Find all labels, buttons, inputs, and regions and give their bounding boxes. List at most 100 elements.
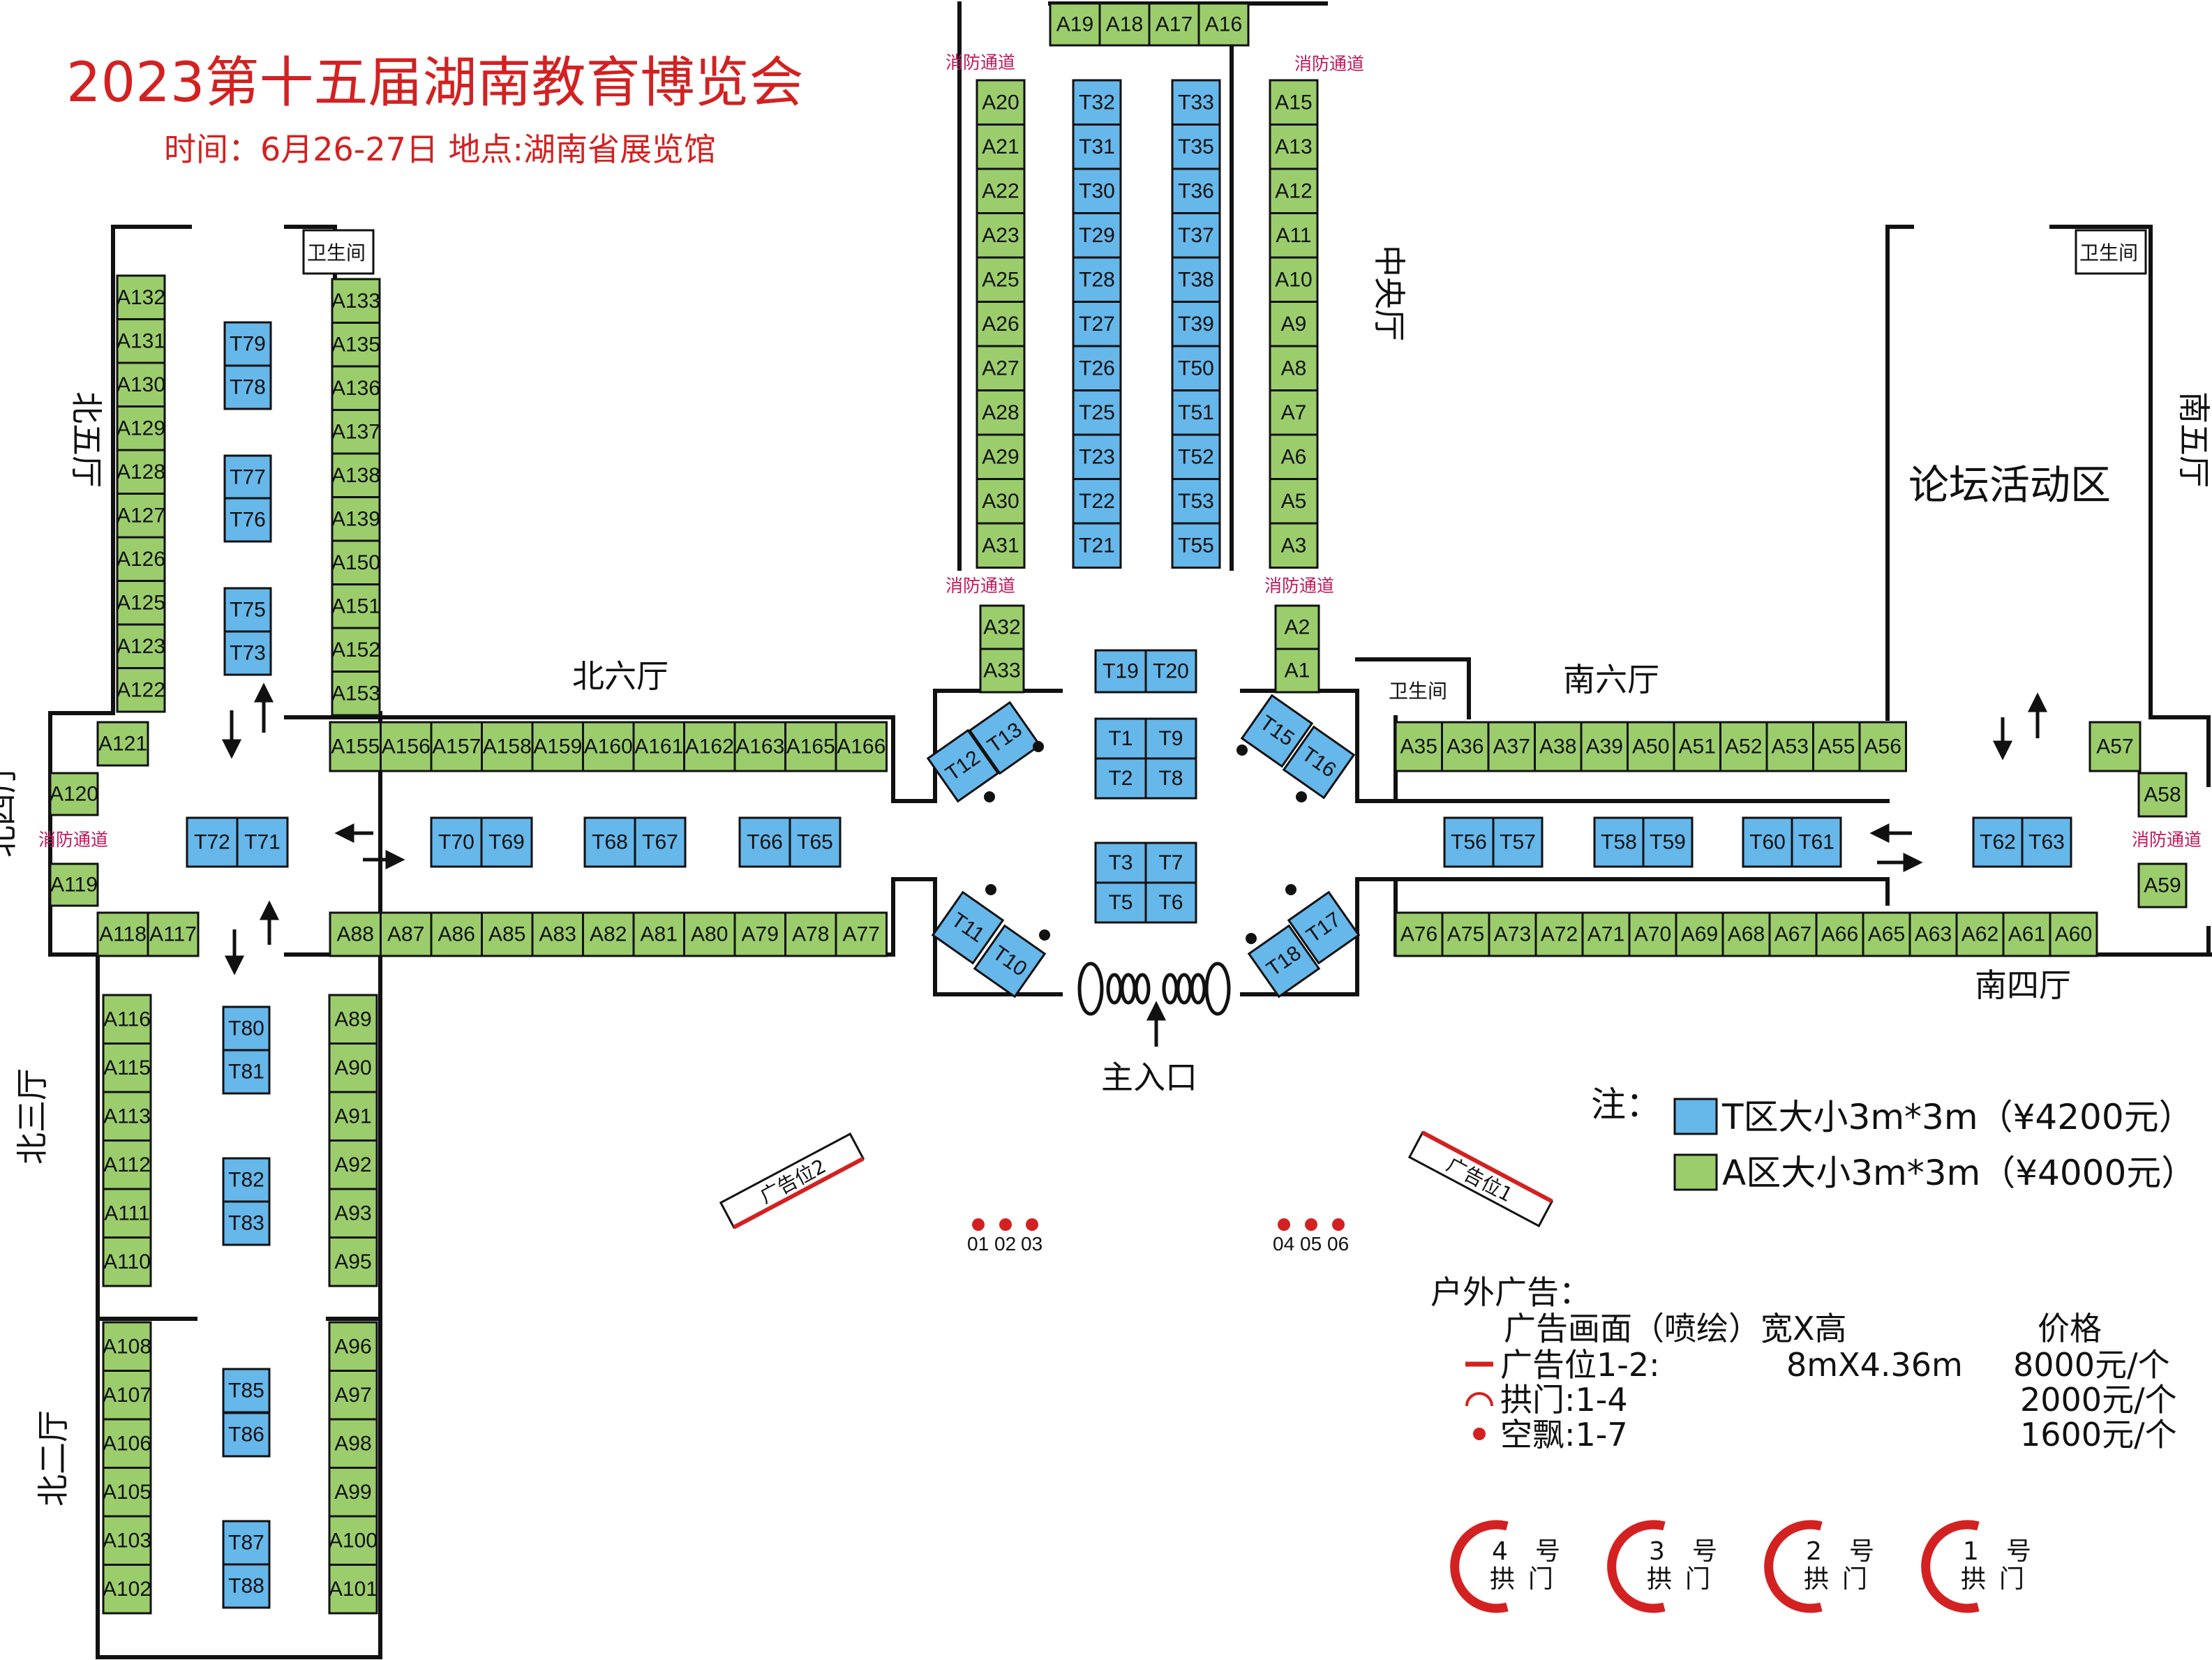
booth-a-zone[interactable]: A139 <box>331 496 381 542</box>
booth-t-zone[interactable]: T28 <box>1072 256 1122 303</box>
booth-t-zone[interactable]: T83 <box>222 1200 271 1246</box>
booth-t-zone[interactable]: T3 <box>1094 842 1147 884</box>
booth-a-zone[interactable]: A98 <box>328 1418 378 1469</box>
booth-a-zone[interactable]: A101 <box>328 1564 378 1615</box>
booth-t-zone[interactable]: T78 <box>223 364 272 410</box>
booth-a-zone[interactable]: A77 <box>835 911 888 957</box>
booth-a-zone[interactable]: A69 <box>1675 911 1724 957</box>
booth-a-zone[interactable]: A116 <box>102 994 152 1045</box>
booth-a-zone[interactable]: A158 <box>481 721 534 772</box>
booth-t-zone[interactable]: T82 <box>222 1157 271 1203</box>
booth-a-zone[interactable]: A78 <box>784 911 837 957</box>
booth-a-zone[interactable]: A106 <box>102 1418 152 1469</box>
booth-t-zone[interactable]: T38 <box>1171 256 1221 303</box>
booth-t-zone[interactable]: T60 <box>1742 816 1793 868</box>
booth-t-zone[interactable]: T37 <box>1171 212 1221 259</box>
booth-t-zone[interactable]: T19 <box>1094 649 1147 694</box>
booth-a-zone[interactable]: A126 <box>116 536 166 582</box>
booth-a-zone[interactable]: A132 <box>116 274 166 320</box>
booth-t-zone[interactable]: T21 <box>1072 522 1122 569</box>
booth-a-zone[interactable]: A32 <box>979 604 1025 650</box>
booth-a-zone[interactable]: A110 <box>102 1236 152 1287</box>
booth-a-zone[interactable]: A19 <box>1049 2 1101 47</box>
booth-a-zone[interactable]: A87 <box>380 911 433 957</box>
booth-a-zone[interactable]: A125 <box>116 580 166 626</box>
booth-t-zone[interactable]: T61 <box>1791 816 1842 868</box>
booth-a-zone[interactable]: A26 <box>976 301 1026 347</box>
booth-a-zone[interactable]: A137 <box>331 409 381 455</box>
booth-a-zone[interactable]: A162 <box>683 721 736 772</box>
booth-a-zone[interactable]: A38 <box>1534 721 1583 772</box>
booth-a-zone[interactable]: A165 <box>784 721 837 772</box>
booth-t-zone[interactable]: T51 <box>1171 389 1221 436</box>
booth-a-zone[interactable]: A129 <box>116 405 166 451</box>
booth-a-zone[interactable]: A112 <box>102 1139 152 1190</box>
booth-t-zone[interactable]: T69 <box>480 816 533 868</box>
booth-a-zone[interactable]: A55 <box>1812 721 1861 772</box>
booth-a-zone[interactable]: A79 <box>733 911 786 957</box>
booth-a-zone[interactable]: A111 <box>102 1188 152 1239</box>
booth-t-zone[interactable]: T65 <box>789 816 842 868</box>
booth-a-zone[interactable]: A119 <box>49 862 99 907</box>
booth-a-zone[interactable]: A127 <box>116 493 166 539</box>
booth-a-zone[interactable]: A10 <box>1269 256 1319 303</box>
booth-t-zone[interactable]: T10 <box>973 924 1047 999</box>
booth-a-zone[interactable]: A105 <box>102 1467 152 1518</box>
booth-a-zone[interactable]: A90 <box>328 1042 378 1093</box>
booth-a-zone[interactable]: A61 <box>2002 911 2052 957</box>
booth-a-zone[interactable]: A135 <box>331 322 381 368</box>
booth-t-zone[interactable]: T73 <box>223 630 272 676</box>
booth-a-zone[interactable]: A3 <box>1269 522 1319 569</box>
booth-a-zone[interactable]: A118 <box>96 911 149 957</box>
booth-a-zone[interactable]: A56 <box>1858 721 1907 772</box>
booth-a-zone[interactable]: A152 <box>331 627 381 673</box>
booth-a-zone[interactable]: A99 <box>328 1467 378 1518</box>
booth-t-zone[interactable]: T87 <box>222 1520 271 1566</box>
booth-a-zone[interactable]: A102 <box>102 1564 152 1615</box>
booth-a-zone[interactable]: A103 <box>102 1515 152 1566</box>
booth-a-zone[interactable]: A138 <box>331 452 381 498</box>
booth-t-zone[interactable]: T31 <box>1072 124 1122 170</box>
booth-t-zone[interactable]: T57 <box>1492 816 1544 868</box>
booth-a-zone[interactable]: A62 <box>1955 911 2005 957</box>
booth-t-zone[interactable]: T33 <box>1171 79 1221 126</box>
booth-a-zone[interactable]: A93 <box>328 1188 378 1239</box>
booth-a-zone[interactable]: A151 <box>331 583 381 629</box>
booth-a-zone[interactable]: A75 <box>1441 911 1490 957</box>
booth-a-zone[interactable]: A25 <box>976 256 1026 303</box>
booth-a-zone[interactable]: A123 <box>116 623 166 669</box>
booth-a-zone[interactable]: A16 <box>1197 2 1250 47</box>
booth-a-zone[interactable]: A27 <box>976 345 1026 391</box>
booth-t-zone[interactable]: T22 <box>1072 478 1122 525</box>
booth-a-zone[interactable]: A131 <box>116 318 166 364</box>
booth-a-zone[interactable]: A11 <box>1269 212 1319 259</box>
booth-t-zone[interactable]: T66 <box>738 816 791 868</box>
booth-a-zone[interactable]: A58 <box>2137 772 2188 818</box>
booth-t-zone[interactable]: T9 <box>1144 717 1197 760</box>
booth-a-zone[interactable]: A117 <box>147 911 200 957</box>
booth-a-zone[interactable]: A86 <box>430 911 483 957</box>
booth-t-zone[interactable]: T67 <box>634 816 687 868</box>
booth-t-zone[interactable]: T8 <box>1144 757 1197 800</box>
booth-a-zone[interactable]: A81 <box>632 911 685 957</box>
booth-a-zone[interactable]: A51 <box>1673 721 1721 772</box>
booth-a-zone[interactable]: A121 <box>96 721 149 767</box>
booth-a-zone[interactable]: A133 <box>331 278 381 324</box>
booth-a-zone[interactable]: A159 <box>531 721 584 772</box>
booth-a-zone[interactable]: A150 <box>331 539 381 585</box>
booth-t-zone[interactable]: T27 <box>1072 301 1122 347</box>
booth-a-zone[interactable]: A113 <box>102 1091 152 1142</box>
booth-t-zone[interactable]: T35 <box>1171 124 1221 170</box>
booth-a-zone[interactable]: A160 <box>582 721 635 772</box>
booth-t-zone[interactable]: T5 <box>1094 881 1147 924</box>
booth-t-zone[interactable]: T79 <box>223 321 272 367</box>
booth-a-zone[interactable]: A157 <box>430 721 483 772</box>
booth-a-zone[interactable]: A30 <box>976 478 1026 525</box>
booth-a-zone[interactable]: A59 <box>2137 862 2188 908</box>
booth-a-zone[interactable]: A15 <box>1269 79 1319 126</box>
booth-t-zone[interactable]: T75 <box>223 587 272 633</box>
booth-a-zone[interactable]: A166 <box>835 721 888 772</box>
booth-t-zone[interactable]: T68 <box>583 816 636 868</box>
booth-t-zone[interactable]: T81 <box>222 1049 271 1095</box>
booth-t-zone[interactable]: T18 <box>1247 924 1321 999</box>
